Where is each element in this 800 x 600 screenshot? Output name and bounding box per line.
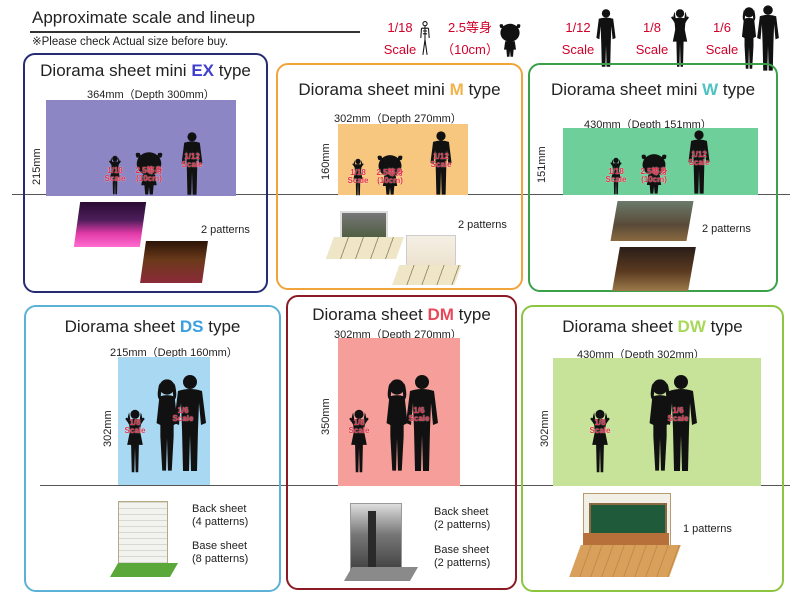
man-figure-icon <box>754 4 782 72</box>
card-title: Diorama sheet mini EX type <box>40 61 251 80</box>
back-sheet-label: Back sheet(2 patterns) <box>434 506 491 531</box>
figure-label: 2.5等身(10cm) <box>376 168 404 185</box>
height-label: 215mm <box>31 148 43 185</box>
height-label: 160mm <box>320 143 332 180</box>
width-label: 302mm（Depth 270mm） <box>334 113 462 125</box>
card-mini-ex: Diorama sheet mini EX type 364mm（Depth 3… <box>23 53 268 293</box>
height-label: 151mm <box>536 146 548 183</box>
card-title: Diorama sheet DS type <box>64 317 241 336</box>
product-photo-back-sheet <box>118 501 168 575</box>
scale-label-top: 1/8 <box>642 20 662 35</box>
card-mini-w: Diorama sheet mini W type 430mm（Depth 15… <box>528 63 778 292</box>
girl-figure-icon <box>668 8 692 68</box>
card-ds: Diorama sheet DS type 215mm（Depth 160mm）… <box>24 305 281 592</box>
skeleton-figure-icon <box>418 18 432 58</box>
product-photo-shop <box>612 247 696 291</box>
pattern-count: 2 patterns <box>458 219 507 231</box>
figure-1-8-silhouette <box>122 397 148 485</box>
scale-label-bottom: Scale <box>383 42 417 57</box>
back-sheet-label: Back sheet(4 patterns) <box>192 503 249 528</box>
product-photo-tower <box>368 511 376 571</box>
product-photo-floor <box>569 545 681 577</box>
size-note: ※Please check Actual size before buy. <box>32 36 229 48</box>
backdrop-area <box>46 100 236 196</box>
product-photo-theater <box>140 241 208 283</box>
scale-label-top: 1/12 <box>565 20 591 35</box>
height-label: 350mm <box>320 398 332 435</box>
figure-1-6-man-silhouette <box>170 361 210 485</box>
pattern-count: 2 patterns <box>201 224 250 236</box>
accent-text: M <box>449 80 464 99</box>
card-title: Diorama sheet DM type <box>312 305 491 324</box>
figure-label: 2.5等身(10cm) <box>135 166 163 183</box>
scale-label-top: 2.5等身 <box>447 20 493 35</box>
product-photo-tatami-2 <box>392 265 462 285</box>
scale-label-bottom: Scale <box>635 42 669 57</box>
card-title: Diorama sheet mini W type <box>550 80 756 99</box>
accent-text: DM <box>427 305 454 324</box>
scale-label-bottom: Scale <box>561 42 595 57</box>
pattern-count: 1 patterns <box>683 523 732 535</box>
accent-text: EX <box>191 61 214 80</box>
base-sheet-label: Base sheet(2 patterns) <box>434 544 491 569</box>
width-label: 364mm（Depth 300mm） <box>87 89 215 101</box>
height-label: 302mm <box>102 410 114 447</box>
product-photo-tatami <box>325 237 405 259</box>
base-sheet-label: Base sheet(8 patterns) <box>192 540 249 565</box>
figure-label: 2.5等身(10cm) <box>640 167 668 184</box>
scale-label-top: 1/18 <box>387 20 413 35</box>
accent-text: W <box>702 80 719 99</box>
pattern-count: 2 patterns <box>702 223 751 235</box>
height-label: 302mm <box>539 410 551 447</box>
product-photo-chalkboard <box>589 503 667 537</box>
figure-1-8-silhouette <box>587 397 613 485</box>
figure-1-6-man-silhouette <box>402 361 442 485</box>
accent-text: DS <box>179 317 204 336</box>
card-dw: Diorama sheet DW type 430mm（Depth 302mm）… <box>521 305 784 592</box>
width-label: 215mm（Depth 160mm） <box>110 347 238 359</box>
product-photo-base-sheet <box>109 563 179 577</box>
scale-label-bottom: Scale <box>705 42 739 57</box>
figure-1-6-man-silhouette <box>661 361 701 485</box>
card-title: Diorama sheet mini M type <box>298 80 501 99</box>
product-photo-wainscot <box>583 533 669 547</box>
chibi-figure-icon <box>498 22 522 58</box>
product-photo-stage <box>73 202 147 247</box>
product-photo-building <box>610 201 694 241</box>
accent-text: DW <box>677 317 706 336</box>
man-figure-icon <box>594 8 618 68</box>
scale-label-bottom: （10cm） <box>441 42 499 57</box>
card-mini-m: Diorama sheet mini M type 302mm（Depth 27… <box>276 63 523 290</box>
page-title: Approximate scale and lineup <box>32 8 256 27</box>
card-title: Diorama sheet DW type <box>562 317 743 336</box>
figure-1-8-silhouette <box>346 397 372 485</box>
product-photo-base-sheet <box>343 567 419 581</box>
card-dm: Diorama sheet DM type 302mm（Depth 270mm）… <box>286 295 517 590</box>
scale-label-top: 1/6 <box>712 20 732 35</box>
title-underline <box>30 31 360 33</box>
